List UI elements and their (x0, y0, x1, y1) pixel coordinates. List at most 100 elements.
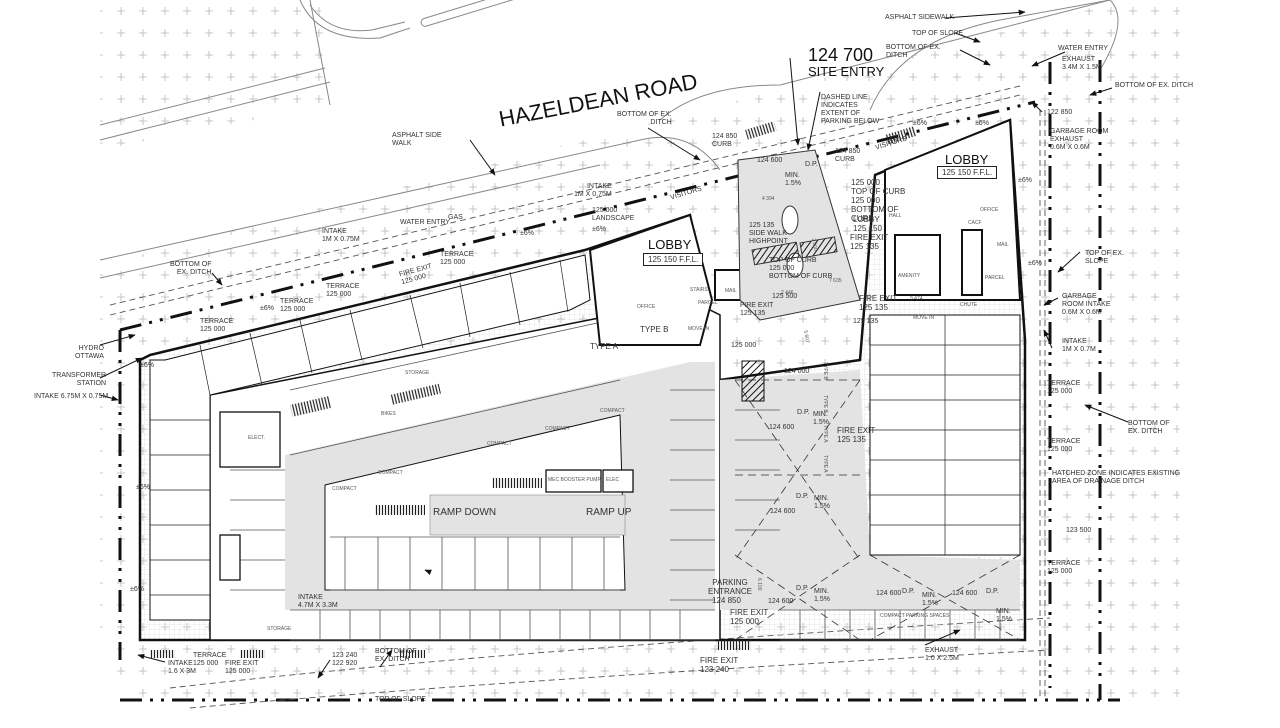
ann-dp-d: D.P. (902, 588, 915, 595)
ann-dp-b: D.P. (796, 493, 809, 500)
ann-terrace-nw2: TERRACE 125 000 (326, 283, 360, 298)
room-cacf: CACF (968, 220, 982, 226)
ann-terrace-w: TERRACE 125 000 (200, 318, 234, 333)
ann-terrace-e2: TERRACE 125 000 (1047, 438, 1081, 453)
ann-min-e: MIN. 1.5% (996, 608, 1012, 623)
ann-dp-124600-a: 124 600 (769, 424, 795, 431)
ann-top-ex-slope: TOP OF EX. SLOPE (1085, 250, 1125, 265)
ann-garbage-intake: GARBAGE ROOM INTAKE 0.6m x 0.6m (1062, 293, 1111, 316)
residential-units (149, 254, 1021, 621)
ann-hatched-zone: HATCHED ZONE INDICATES EXISTING AREA OF … (1052, 470, 1181, 485)
lobby-blocks (588, 118, 1022, 346)
dim-6100: 6 100 (756, 578, 762, 591)
ann-hydro-ottawa: HYDRO OTTAWA (75, 345, 104, 360)
ann-dashed-line: DASHED LINE INDICATES EXTENT OF PARKING … (821, 94, 880, 125)
room-office-west: OFFICE (637, 304, 656, 310)
ann-curb-124850-a: 124 850 CURB (712, 133, 738, 148)
room-mec-booster: MEC BOOSTER PUMP (548, 477, 601, 483)
ann-elev-123240-122920: 123 240 122 920 (332, 652, 358, 667)
ann-top-curb-mid: TOP OF CURB 125 000 BOTTOM OF CURB (769, 257, 833, 280)
ann-top-of-slope-s: TOP OF SLOPE (375, 696, 427, 703)
ann-fire-exit-125500: FIRE EXIT 125 135 (740, 302, 774, 317)
lobby-west-ffl: 125 150 F.F.L. (643, 253, 704, 266)
room-office-east: OFFICE (980, 207, 999, 213)
dim-4394: 4 394 (762, 196, 775, 202)
lobby-east-label: LOBBY (945, 152, 989, 167)
type-b-east-1: TYPE B (822, 362, 828, 380)
ann-bottom-ex-ditch-n: BOTTOM OF EX. DITCH (617, 111, 672, 126)
ann-bottom-ex-ditch-s: BOTTOM OF EX. DITCH (375, 648, 417, 663)
ann-garbage-exhaust: GARBAGE ROOM EXHAUST 0.6m x 0.6m (1050, 128, 1109, 151)
ann-dp-124600-b: 124 600 (770, 508, 796, 515)
ann-asphalt-sidewalk-w: ASPHALT SIDE WALK (392, 132, 442, 147)
type-b-west: TYPE B (640, 325, 669, 334)
property-line (118, 60, 1120, 702)
ann-elev-125135: 125 135 (853, 318, 879, 325)
ann-dp-e: D.P. (986, 588, 999, 595)
ann-fire-exit-125135-c: FIRE EXIT 125 135 (837, 426, 876, 444)
slope-6pct-4: ±6% (260, 305, 274, 312)
ann-dp-124600-c: 124 600 (768, 598, 794, 605)
slope-6pct-1: ±6% (130, 586, 144, 593)
ann-fire-exit-125135-b: FIRE EXIT 125 135 (859, 294, 898, 312)
ann-fire-exit-123240: FIRE EXIT 123 240 (700, 656, 739, 674)
ann-elev-122850: 122 850 (1047, 109, 1073, 116)
ann-terrace-e3: TERRACE 125 000 (1047, 560, 1081, 575)
lobby-east-ffl: 125 150 F.F.L. (937, 166, 998, 179)
ann-exhaust-s: EXHAUST 1.0 x 2.5m (925, 647, 959, 662)
ann-terrace-s: TERRACE 125 000 (193, 652, 227, 667)
ann-terrace-e1: TERRACE 125 000 (1047, 380, 1081, 395)
room-bikes: BIKES (381, 411, 396, 417)
ann-intake-w: INTAKE 6.75m x 0.75m (34, 393, 109, 400)
ann-elev-125000: 125 000 (731, 342, 757, 349)
ann-exhaust-ne: EXHAUST 3.4m x 1.5m (1062, 56, 1102, 71)
slope-6pct-6: ±6% (592, 226, 606, 233)
slope-6pct-10: ±6% (1028, 260, 1042, 267)
room-amenity: AMENITY (898, 273, 921, 279)
ann-elev-124000: 124 000 (784, 368, 810, 375)
ann-gas: GAS (448, 214, 463, 221)
ann-bottom-ex-ditch-w: BOTTOM OF EX. DITCH (170, 261, 212, 276)
ann-intake-sw: INTAKE 4.7m x 3.3m (298, 594, 338, 609)
slope-6pct-3: ±6% (140, 362, 154, 369)
ann-fire-exit-125135-a: FIRE EXIT 125 135 (850, 233, 889, 251)
ann-intake-s: INTAKE 1.6 x 3m (168, 660, 197, 675)
slope-6pct-9: ±6% (1018, 177, 1032, 184)
slope-6pct-5: ±6% (520, 230, 534, 237)
ann-water-entry-ne: WATER ENTRY (1058, 45, 1109, 52)
room-move-in-east: MOVE IN (913, 315, 935, 321)
ann-dp-a: D.P. (797, 409, 810, 416)
room-mail-east: MAIL (997, 242, 1009, 248)
dim-7635: 7 635 (829, 278, 842, 284)
room-move-in-west: MOVE IN (688, 326, 710, 332)
ann-intake-n: INTAKE 1m x 0.75m (574, 183, 612, 198)
type-a-west: TYPE A (590, 342, 619, 351)
ann-min-a: MIN. 1.5% (813, 411, 829, 426)
slope-6pct-8: ±6% (975, 120, 989, 127)
ann-landscape: 125 000 LANDSCAPE (592, 207, 635, 222)
hazeldean-road (99, 0, 1119, 279)
type-a-east-2: TYPE A (822, 455, 828, 473)
compact-label-5: COMPACT (600, 408, 625, 414)
ramp-up-label: RAMP UP (586, 507, 632, 518)
room-hall: HALL (889, 213, 902, 219)
ann-min-d: MIN. 1.5% (922, 592, 938, 607)
ann-bottom-ex-ditch-e2: BOTTOM OF EX. DITCH (1128, 420, 1170, 435)
ann-fire-exit-125000-s: FIRE EXIT 125 000 (730, 608, 769, 626)
room-storage-west: STORAGE (405, 370, 430, 376)
ann-min-c: MIN. 1.5% (814, 588, 830, 603)
parking-entrance: PARKING ENTRANCE (708, 578, 753, 596)
room-parcel: PARCEL (698, 300, 718, 306)
room-parcel-east: PARCEL (985, 275, 1005, 281)
compact-label-3: COMPACT (487, 441, 512, 447)
site-entry-elevation: 124 700 (808, 45, 874, 65)
dim-2446: 2 446 (781, 290, 794, 296)
ann-elev-123500: 123 500 (1066, 527, 1092, 534)
compact-label-1: COMPACT (332, 486, 357, 492)
compact-parking-spaces: COMPACT PARKING SPACES (880, 613, 950, 619)
ann-curb-124850-b: 124 850 CURB (835, 148, 861, 163)
ann-terrace-nw1: TERRACE 125 000 (440, 251, 474, 266)
room-chute: CHUTE (960, 302, 978, 308)
room-mail: MAIL (725, 288, 737, 294)
dim-9474: 9 474 (910, 296, 923, 302)
